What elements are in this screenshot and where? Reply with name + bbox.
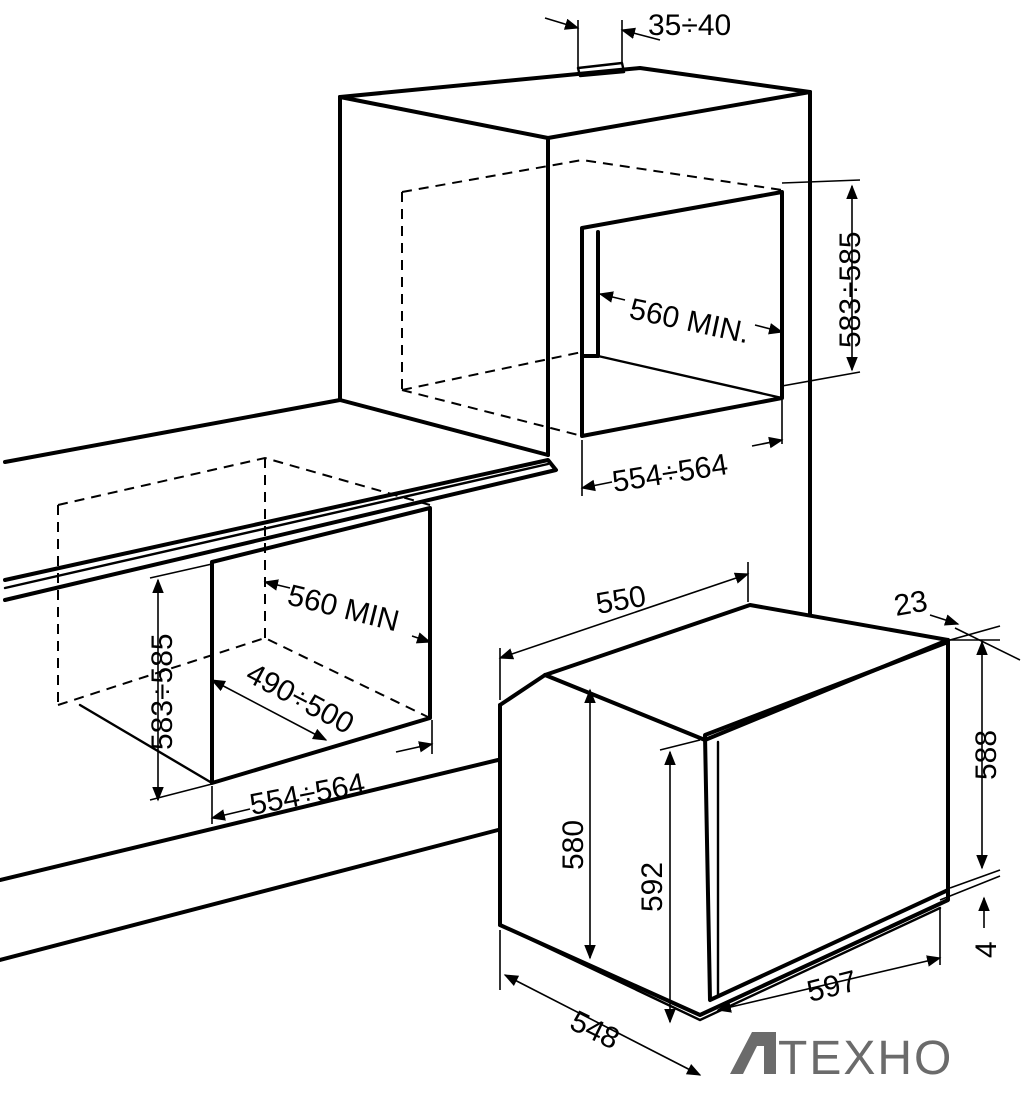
upper-niche-depth-label: 560 MIN. xyxy=(627,293,753,351)
oven-appliance xyxy=(498,603,950,1022)
oven-door-thickness-label: 23 xyxy=(891,585,930,623)
upper-niche-width-label: 554÷564 xyxy=(610,448,730,499)
oven-door-height-label: 588 xyxy=(970,730,1003,780)
oven-depth-label: 548 xyxy=(565,1005,624,1057)
lower-niche-height-label: 583÷585 xyxy=(146,633,179,750)
top-gap-label: 35÷40 xyxy=(648,9,731,42)
tall-column-cabinet xyxy=(338,61,812,617)
oven-bottom-gap-label: 4 xyxy=(970,941,1003,958)
upper-niche xyxy=(401,158,784,438)
logo-a-mark-icon xyxy=(730,1032,776,1074)
oven-width-label: 550 xyxy=(593,580,648,621)
upper-niche-height-label: 583÷585 xyxy=(834,231,867,348)
base-worktop-cabinet xyxy=(0,398,558,962)
lower-niche-width-label: 554÷564 xyxy=(247,767,368,822)
oven-front-height-label: 592 xyxy=(636,862,669,912)
logo-text: TEXHO xyxy=(778,1032,953,1085)
lower-niche-depth-label: 560 MIN xyxy=(284,579,402,638)
lower-niche-inner-depth-label: 490÷500 xyxy=(241,657,359,741)
oven-body-height-label: 580 xyxy=(557,820,590,870)
oven-front-width-label: 597 xyxy=(804,965,861,1009)
atexho-logo: TEXHO xyxy=(730,1032,953,1085)
dimension-lines xyxy=(149,17,1021,1076)
